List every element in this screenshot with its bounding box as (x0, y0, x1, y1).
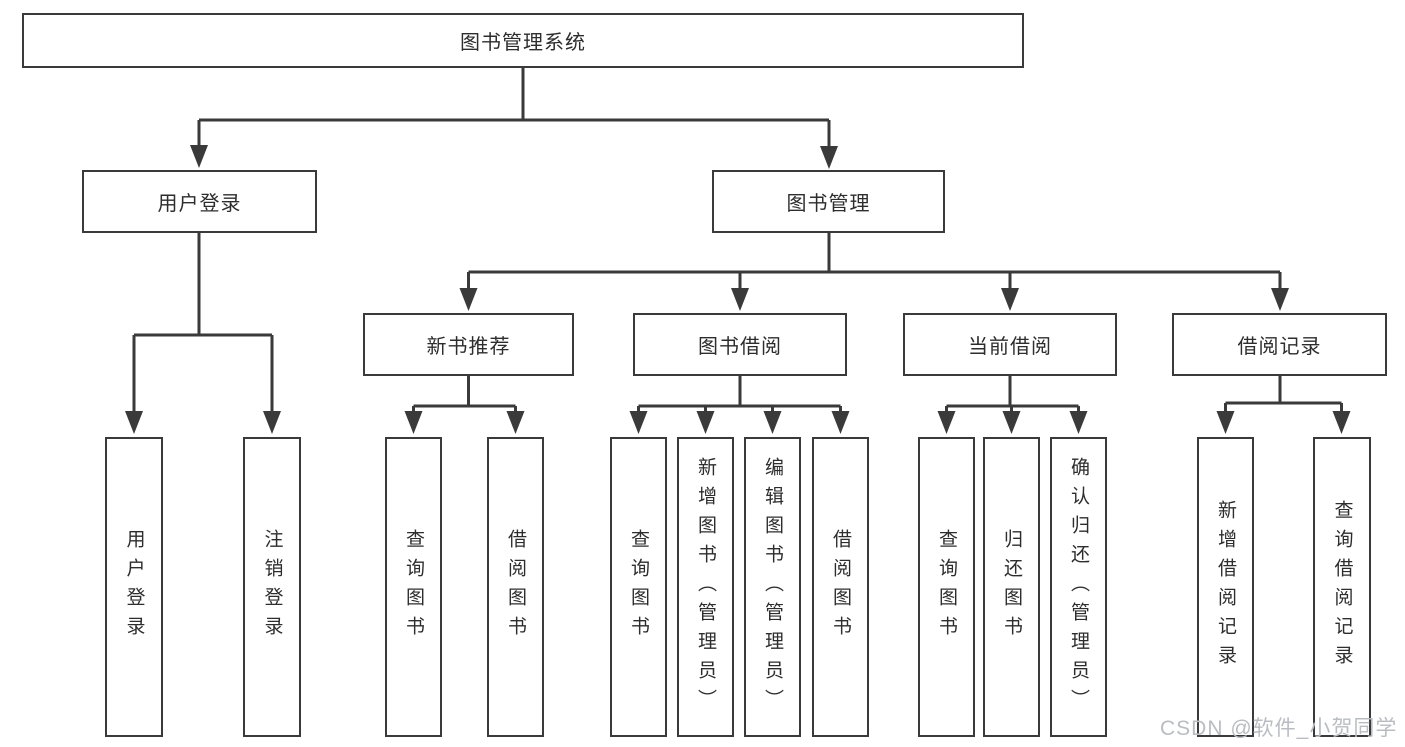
node-book-borrow-label: 图书借阅 (698, 336, 782, 358)
arrowhead (731, 288, 749, 311)
connector-path-book-borrow (637, 376, 842, 413)
arrowhead (1001, 288, 1019, 311)
arrowhead (696, 411, 715, 434)
leaf-add-book-admin: 新增图书（管理员） (677, 437, 734, 737)
arrowhead (1271, 288, 1289, 311)
leaf-query-books-current: 查询图书 (918, 437, 975, 737)
leaf-logout: 注销登录 (243, 437, 301, 737)
arrowhead (831, 411, 850, 434)
leaf-return-book-label: 归还图书 (1001, 529, 1022, 645)
connector-path-book-management (467, 233, 1282, 290)
leaf-query-books-borrow-label: 查询图书 (628, 529, 649, 645)
watermark: CSDN @软件_小贺同学 (1160, 717, 1398, 740)
arrowhead (263, 411, 281, 434)
node-borrow-records-label: 借阅记录 (1237, 336, 1322, 358)
leaf-logout-label: 注销登录 (261, 529, 283, 645)
node-book-management: 图书管理 (712, 170, 945, 233)
node-new-book-recommend-label: 新书推荐 (426, 336, 511, 358)
leaf-borrow-books-borrow-label: 借阅图书 (830, 529, 851, 645)
connector-path-current-borrow (945, 376, 1080, 413)
leaf-return-book: 归还图书 (983, 437, 1040, 737)
arrowhead (1332, 411, 1351, 434)
leaf-query-borrow-record: 查询借阅记录 (1313, 437, 1371, 737)
leaf-confirm-return-admin: 确认归还（管理员） (1050, 437, 1107, 737)
arrowhead (820, 146, 838, 169)
leaf-query-books-current-label: 查询图书 (936, 529, 957, 645)
arrowhead (1002, 411, 1021, 434)
arrowhead (1069, 411, 1088, 434)
node-new-book-recommend: 新书推荐 (363, 313, 574, 376)
node-current-borrow-label: 当前借阅 (968, 336, 1052, 358)
leaf-add-borrow-record-label: 新增借阅记录 (1215, 500, 1236, 674)
arrowhead (404, 411, 423, 434)
arrowhead (125, 411, 143, 434)
leaf-user-login: 用户登录 (105, 437, 163, 737)
node-root: 图书管理系统 (22, 13, 1024, 68)
node-book-borrow: 图书借阅 (633, 313, 847, 376)
connector-path-user-login (132, 233, 274, 413)
connector-path-root (197, 68, 831, 148)
leaf-query-borrow-record-label: 查询借阅记录 (1331, 500, 1353, 674)
node-user-login: 用户登录 (82, 170, 317, 233)
arrowhead (763, 411, 782, 434)
connector-path-borrow-records (1224, 376, 1343, 413)
connector-path-new-book-recommend (412, 376, 517, 413)
leaf-query-books-borrow: 查询图书 (610, 437, 667, 737)
leaf-query-books-recommend: 查询图书 (385, 437, 442, 737)
arrowhead (1216, 411, 1235, 434)
node-root-label: 图书管理系统 (460, 32, 586, 54)
arrowhead (459, 288, 478, 311)
leaf-add-borrow-record: 新增借阅记录 (1197, 437, 1254, 737)
leaf-query-books-recommend-label: 查询图书 (403, 529, 424, 645)
node-borrow-records: 借阅记录 (1172, 313, 1387, 376)
leaf-borrow-books-recommend-label: 借阅图书 (505, 529, 526, 645)
node-current-borrow: 当前借阅 (903, 313, 1117, 376)
leaf-add-book-admin-label: 新增图书（管理员） (695, 456, 716, 718)
leaf-confirm-return-admin-label: 确认归还（管理员） (1068, 456, 1089, 718)
arrowhead (629, 411, 648, 434)
arrowhead (506, 411, 525, 434)
arrowhead (937, 411, 956, 434)
node-book-management-label: 图书管理 (786, 193, 871, 215)
leaf-edit-book-admin-label: 编辑图书（管理员） (762, 456, 783, 718)
arrowhead (190, 145, 208, 168)
leaf-borrow-books-borrow: 借阅图书 (812, 437, 869, 737)
leaf-borrow-books-recommend: 借阅图书 (487, 437, 544, 737)
node-user-login-label: 用户登录 (157, 193, 242, 215)
leaf-edit-book-admin: 编辑图书（管理员） (744, 437, 801, 737)
leaf-user-login-label: 用户登录 (123, 529, 145, 645)
